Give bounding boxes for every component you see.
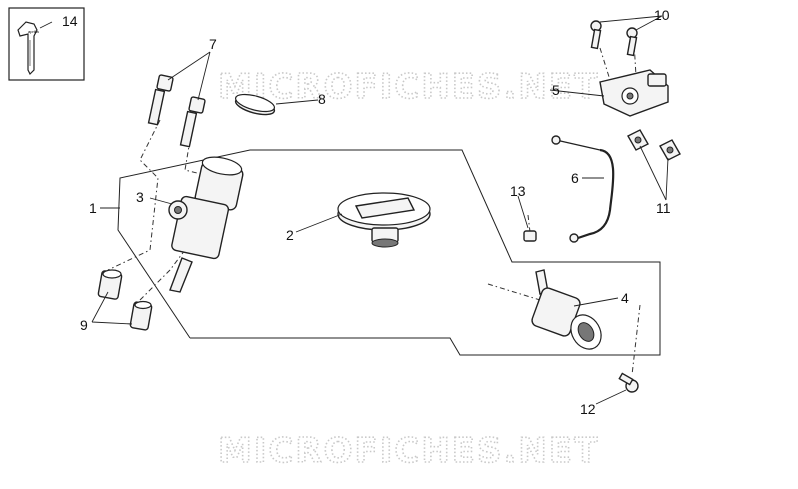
bolt-9b[interactable] [129,300,153,331]
callouts: 14 7 8 1 3 2 9 13 6 5 10 11 4 12 [62,7,671,417]
spring-nut-a[interactable] [627,129,649,151]
center-lines [107,41,641,376]
leader-lines [39,15,669,405]
watermark-bottom: MICROFICHES.NET [218,431,599,471]
callout-1: 1 [89,200,97,216]
callout-9: 9 [80,317,88,333]
screw-7a[interactable] [147,74,174,126]
spring-nut-b[interactable] [659,139,681,161]
screw-10a[interactable] [590,20,602,50]
seat-lock-part[interactable] [530,269,607,355]
key-logo: aprilia [28,29,39,34]
callout-2: 2 [286,227,294,243]
callout-7: 7 [209,36,217,52]
nut-part[interactable] [523,230,537,242]
fuel-cap-part[interactable] [337,192,431,248]
screw-7b[interactable] [179,96,206,148]
callout-8: 8 [318,91,326,107]
callout-6: 6 [571,170,579,186]
watermark-top: MICROFICHES.NET [218,67,599,107]
bolt-9a[interactable] [97,269,123,300]
callout-3: 3 [136,189,144,205]
callout-14: 14 [62,13,78,29]
assembly-outline [117,149,661,356]
callout-10: 10 [654,7,670,23]
callout-13: 13 [510,183,526,199]
bracket-part[interactable] [599,69,669,117]
cable-part[interactable] [551,135,615,243]
callout-4: 4 [621,290,629,306]
callout-5: 5 [552,82,560,98]
ring-part[interactable] [234,91,276,118]
screw-12[interactable] [618,372,639,393]
callout-11: 11 [656,200,671,216]
key-part[interactable]: aprilia [8,7,85,81]
screw-10b[interactable] [626,27,638,57]
callout-12: 12 [580,401,596,417]
ignition-lock-part[interactable] [168,154,244,293]
